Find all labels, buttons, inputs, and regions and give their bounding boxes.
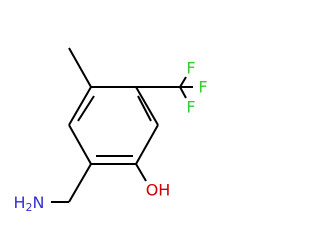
ring-bond: [135, 124, 159, 165]
amine-hydrogen: H: [14, 193, 26, 212]
ring-double-bond: [77, 95, 95, 122]
amine-label: H2N: [14, 193, 45, 214]
cf-bond-top: [179, 76, 187, 88]
aminomethyl-group: H2N: [14, 163, 92, 214]
fluorine-atom-right: F: [198, 78, 207, 97]
hydroxyl-label: OH: [146, 181, 171, 200]
methyl-bond: [68, 47, 92, 88]
hydroxyl-bond: [135, 163, 147, 182]
trifluoromethyl-group: F F F: [136, 59, 208, 117]
ring-bond: [68, 86, 92, 126]
ring-bond: [135, 86, 159, 126]
amine-subscript: 2: [26, 201, 33, 214]
ch2-bond: [68, 163, 92, 203]
fluorine-atom-top: F: [186, 59, 195, 78]
molecule-structure: F F F OH H2N: [14, 47, 208, 214]
amine-nitrogen: N: [33, 193, 45, 212]
fluorine-atom-bottom: F: [186, 98, 195, 117]
benzene-ring: [68, 86, 159, 165]
cf-bond-bottom: [179, 86, 187, 99]
ring-double-bond: [137, 95, 152, 122]
ring-bond: [68, 124, 92, 165]
